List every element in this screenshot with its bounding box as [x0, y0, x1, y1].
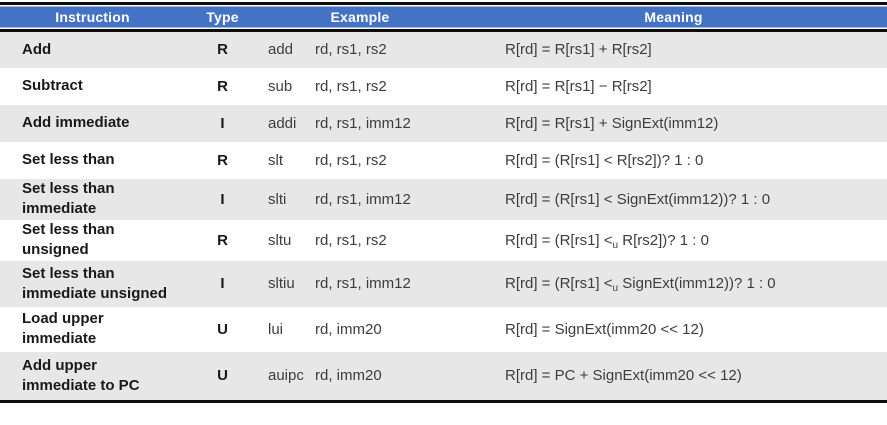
column-header-example: Example: [260, 3, 460, 32]
table-header: Instruction Type Example Meaning: [0, 3, 887, 32]
example-operands: rd, rs1, imm12: [315, 275, 411, 292]
example-operands: rd, rs1, rs2: [315, 41, 387, 59]
instruction-label: Add upper immediate to PC: [22, 356, 140, 394]
example-cell: sltu rd, rs1, rs2: [260, 220, 460, 261]
instruction-cell: Add immediate: [0, 104, 185, 142]
example-cell: sub rd, rs1, rs2: [260, 68, 460, 105]
example-mnemonic: sltu: [268, 231, 292, 249]
example-operands: rd, rs1, imm12: [315, 190, 411, 208]
table-row-set-less-than-unsigned: Set less than unsigned R sltu rd, rs1, rs…: [0, 220, 887, 261]
example-mnemonic: lui: [268, 320, 284, 338]
example-mnemonic: addi: [268, 114, 297, 132]
table-row-load-upper-immediate: Load upper immediate U lui rd, imm20 R[rd…: [0, 307, 887, 352]
instruction-cell: Add: [0, 30, 185, 68]
table-row-subtract: Subtract R sub rd, rs1, rs2 R[rd] = R[rs1…: [0, 68, 887, 105]
type-cell: R: [217, 151, 228, 169]
meaning-cell: R[rd] = PC + SignExt(imm20 << 12): [460, 351, 887, 402]
example-mnemonic: sltiu: [268, 275, 295, 292]
example-operands: rd, imm20: [315, 320, 382, 338]
meaning-text-post: SignExt(imm12))? 1 : 0: [618, 275, 776, 292]
example-cell: auipc rd, imm20: [260, 351, 460, 402]
meaning-cell: R[rd] = R[rs1] + R[rs2]: [460, 30, 887, 68]
instruction-label: Set less than immediate unsigned: [22, 264, 168, 302]
type-cell: R: [185, 30, 260, 68]
example-mnemonic: auipc: [268, 367, 304, 385]
example-operands: rd, imm20: [315, 367, 382, 385]
instruction-label: Add: [22, 40, 52, 58]
example-cell: lui rd, imm20: [260, 307, 460, 352]
table-row-set-less-than-immediate-unsigned: Set less than immediate unsigned I sltiu…: [0, 260, 887, 307]
meaning-text: R[rd] = SignExt(imm20 << 12): [505, 320, 704, 338]
meaning-cell: R[rd] = R[rs1] + SignExt(imm12): [460, 104, 887, 142]
meaning-text: R[rd] = (R[rs1] <: [505, 275, 613, 292]
table-row-set-less-than: Set less than R slt rd, rs1, rs2 R[rd] = …: [0, 142, 887, 179]
meaning-text: R[rd] = R[rs1] − R[rs2]: [505, 77, 652, 95]
meaning-cell: R[rd] = (R[rs1] <u R[rs2])? 1 : 0: [460, 220, 887, 261]
instruction-cell: Set less than immediate unsigned: [0, 260, 185, 307]
example-mnemonic: add: [268, 41, 294, 59]
meaning-text: R[rd] = PC + SignExt(imm20 << 12): [505, 367, 742, 385]
example-mnemonic: slt: [268, 151, 283, 169]
type-cell: I: [185, 260, 260, 307]
instruction-cell: Set less than immediate: [0, 178, 185, 220]
type-cell: I: [185, 104, 260, 142]
instruction-label: Add immediate: [22, 114, 130, 131]
type-cell: R: [217, 231, 228, 249]
table-row-add-upper-immediate-to-pc: Add upper immediate to PC U auipc rd, imm…: [0, 351, 887, 402]
meaning-cell: R[rd] = (R[rs1] < R[rs2])? 1 : 0: [460, 142, 887, 179]
column-header-type: Type: [185, 3, 260, 32]
riscv-instruction-table: Instruction Type Example Meaning Add R a…: [0, 2, 887, 403]
instruction-label: Load upper immediate: [22, 310, 104, 347]
instruction-label: Set less than immediate: [22, 180, 115, 217]
example-cell: addi rd, rs1, imm12: [260, 104, 460, 142]
example-mnemonic: sub: [268, 77, 293, 95]
instruction-cell: Subtract: [0, 68, 185, 105]
example-cell: add rd, rs1, rs2: [260, 30, 460, 68]
type-cell: R: [217, 77, 228, 95]
meaning-text: R[rd] = (R[rs1] <: [505, 231, 613, 249]
table-row-add: Add R add rd, rs1, rs2 R[rd] = R[rs1] + R…: [0, 30, 887, 68]
type-cell: U: [217, 320, 228, 338]
meaning-subscript: u: [612, 239, 619, 251]
instruction-label: Set less than unsigned: [22, 221, 115, 258]
type-cell: U: [185, 351, 260, 402]
example-operands: rd, rs1, imm12: [315, 114, 411, 132]
example-operands: rd, rs1, rs2: [315, 77, 387, 95]
table-row-set-less-than-immediate: Set less than immediate I slti rd, rs1, i…: [0, 178, 887, 220]
column-header-meaning: Meaning: [460, 3, 887, 32]
meaning-cell: R[rd] = SignExt(imm20 << 12): [460, 307, 887, 352]
meaning-text: R[rd] = R[rs1] + R[rs2]: [505, 41, 652, 59]
instruction-cell: Load upper immediate: [0, 307, 185, 352]
column-header-instruction: Instruction: [0, 3, 185, 32]
example-cell: slt rd, rs1, rs2: [260, 142, 460, 179]
example-operands: rd, rs1, rs2: [315, 231, 387, 249]
example-mnemonic: slti: [268, 190, 287, 208]
meaning-subscript: u: [612, 283, 619, 294]
instruction-cell: Set less than unsigned: [0, 220, 185, 261]
meaning-text: R[rd] = (R[rs1] < R[rs2])? 1 : 0: [505, 151, 704, 169]
meaning-cell: R[rd] = R[rs1] − R[rs2]: [460, 68, 887, 105]
meaning-cell: R[rd] = (R[rs1] <u SignExt(imm12))? 1 : …: [460, 260, 887, 307]
type-cell: I: [185, 178, 260, 220]
meaning-text: R[rd] = R[rs1] + SignExt(imm12): [505, 114, 719, 132]
example-cell: sltiu rd, rs1, imm12: [260, 260, 460, 307]
instruction-cell: Set less than: [0, 142, 185, 179]
instruction-cell: Add upper immediate to PC: [0, 351, 185, 402]
table-body: Add R add rd, rs1, rs2 R[rd] = R[rs1] + R…: [0, 30, 887, 402]
example-operands: rd, rs1, rs2: [315, 151, 387, 169]
meaning-text: R[rd] = (R[rs1] < SignExt(imm12))? 1 : 0: [505, 190, 771, 208]
example-cell: slti rd, rs1, imm12: [260, 178, 460, 220]
instruction-label: Set less than: [22, 151, 115, 168]
instruction-label: Subtract: [22, 77, 83, 94]
table-row-add-immediate: Add immediate I addi rd, rs1, imm12 R[rd]…: [0, 104, 887, 142]
meaning-cell: R[rd] = (R[rs1] < SignExt(imm12))? 1 : 0: [460, 178, 887, 220]
meaning-text-post: R[rs2])? 1 : 0: [618, 231, 709, 249]
header-row: Instruction Type Example Meaning: [0, 3, 887, 32]
